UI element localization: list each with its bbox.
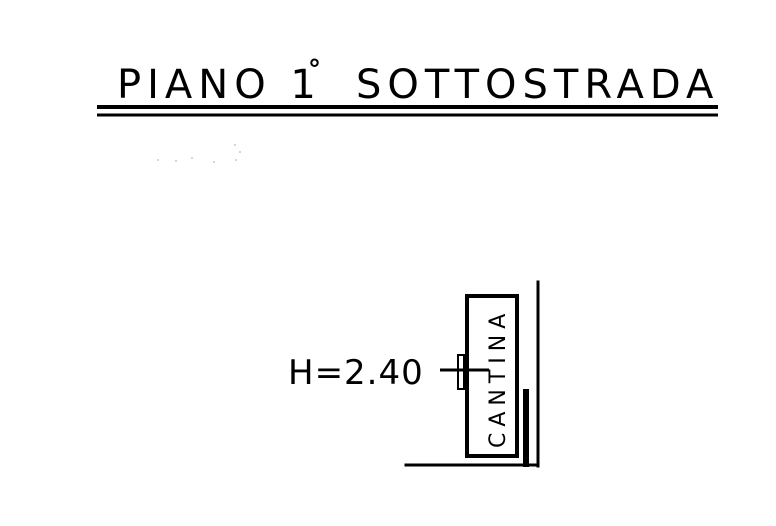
scan-specks — [157, 144, 241, 163]
cantina-room: CANTINA — [465, 294, 519, 458]
room-label: CANTINA — [486, 308, 511, 448]
height-leader — [440, 354, 489, 390]
walls — [404, 280, 540, 468]
title-degree: ° — [308, 55, 321, 85]
title-rest: SOTTOSTRADA — [356, 62, 719, 108]
plan-title: PIANO 1 ° SOTTOSTRADA — [97, 55, 719, 117]
height-label: H=2.40 — [288, 353, 424, 393]
title-main: PIANO 1 — [117, 62, 322, 108]
room-outline — [465, 294, 519, 458]
